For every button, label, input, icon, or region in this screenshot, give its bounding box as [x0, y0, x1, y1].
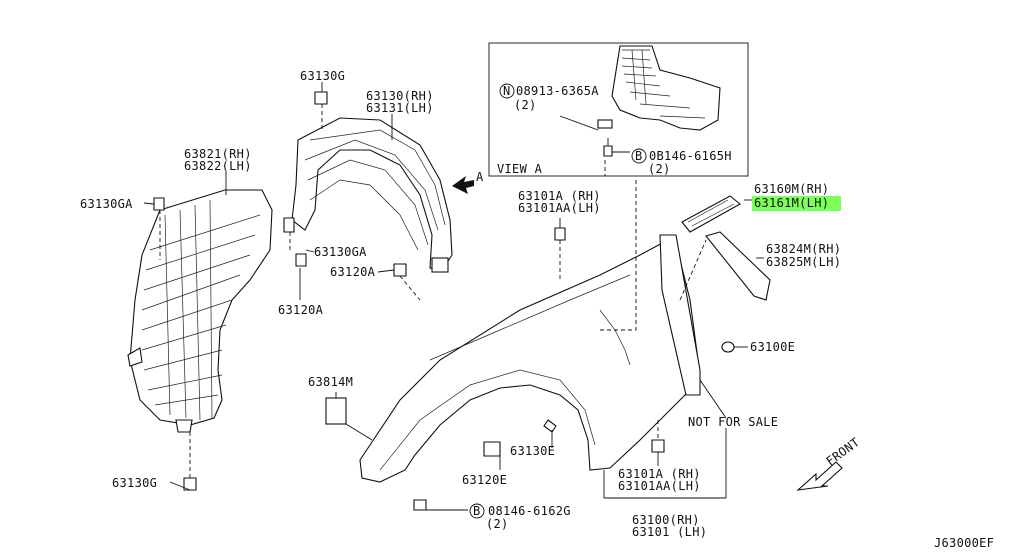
label-63120a-mid: 63120A — [330, 265, 376, 279]
label-63101aa-lh-bot: 63101AA(LH) — [618, 479, 701, 493]
label-63130e: 63130E — [510, 444, 555, 458]
view-a-arrow: A — [452, 170, 484, 194]
label-08913-qty: (2) — [514, 98, 537, 112]
label-63822-lh: 63822(LH) — [184, 159, 252, 173]
label-08913-6365a: 08913-6365A — [516, 84, 599, 98]
diagram-code: J63000EF — [934, 536, 994, 550]
label-63120a-low: 63120A — [278, 303, 324, 317]
view-a-label: VIEW A — [497, 162, 543, 176]
label-0b146-6165h: 0B146-6165H — [649, 149, 732, 163]
arrow-a-label: A — [476, 170, 484, 184]
label-63130g-top: 63130G — [300, 69, 345, 83]
label-63131-lh: 63131(LH) — [366, 101, 434, 115]
front-fender — [153, 91, 771, 511]
label-08146-6162g: 08146-6162G — [488, 504, 571, 518]
label-63101aa-lh-top: 63101AA(LH) — [518, 201, 601, 215]
label-63821-rh: 63821(RH) — [184, 147, 252, 161]
label-63161m-lh: 63161M(LH) — [754, 196, 829, 210]
label-63120e: 63120E — [462, 473, 507, 487]
label-63130ga-mid: 63130GA — [314, 245, 367, 259]
front-arrow: FRONT — [796, 435, 863, 491]
label-63130-rh: 63130(RH) — [366, 89, 434, 103]
label-63130ga-left: 63130GA — [80, 197, 133, 211]
part-labels: 63130G 63130(RH) 63131(LH) 63821(RH) 638… — [80, 69, 994, 550]
highlight-63161m — [752, 196, 841, 211]
label-63100e: 63100E — [750, 340, 795, 354]
fender-protector-front — [127, 189, 273, 433]
fender-protector-rear — [291, 117, 453, 273]
label-63825m-lh: 63825M(LH) — [766, 255, 841, 269]
leader-lines — [143, 82, 764, 511]
not-for-sale-label: NOT FOR SALE — [688, 415, 778, 429]
label-08146-qty: (2) — [486, 517, 509, 531]
b-circle-symbol-2: B — [473, 504, 481, 518]
b-circle-symbol-1: B — [635, 149, 643, 163]
label-63130g-bot: 63130G — [112, 476, 157, 490]
label-63101a-rh-top: 63101A (RH) — [518, 189, 601, 203]
front-label: FRONT — [824, 435, 863, 468]
label-63101a-rh-bot: 63101A (RH) — [618, 467, 701, 481]
view-a-inset: N 08913-6365A (2) B 0B146-6165H (2) VIEW… — [488, 42, 749, 177]
label-63824m-rh: 63824M(RH) — [766, 242, 841, 256]
label-63160m-rh: 63160M(RH) — [754, 182, 829, 196]
n-circle-symbol: N — [503, 84, 511, 98]
label-63814m: 63814M — [308, 375, 353, 389]
label-63101-lh: 63101 (LH) — [632, 525, 707, 539]
label-0b146-qty: (2) — [648, 162, 671, 176]
label-63100-rh: 63100(RH) — [632, 513, 700, 527]
